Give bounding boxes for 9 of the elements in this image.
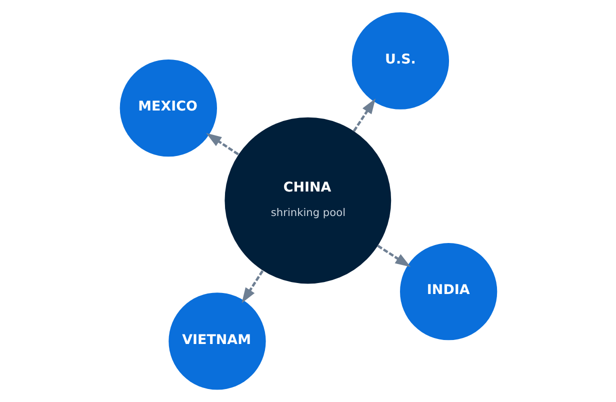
- node-circle: VIETNAM: [168, 292, 266, 390]
- node-circle: CHINA shrinking pool: [224, 117, 391, 284]
- node-circle: U.S.: [351, 12, 449, 110]
- arrow: [206, 133, 238, 156]
- arrow: [352, 98, 376, 132]
- arrow: [241, 270, 264, 304]
- arrow: [376, 244, 410, 268]
- node-circle: MEXICO: [119, 60, 216, 157]
- node-circle: INDIA: [400, 243, 497, 340]
